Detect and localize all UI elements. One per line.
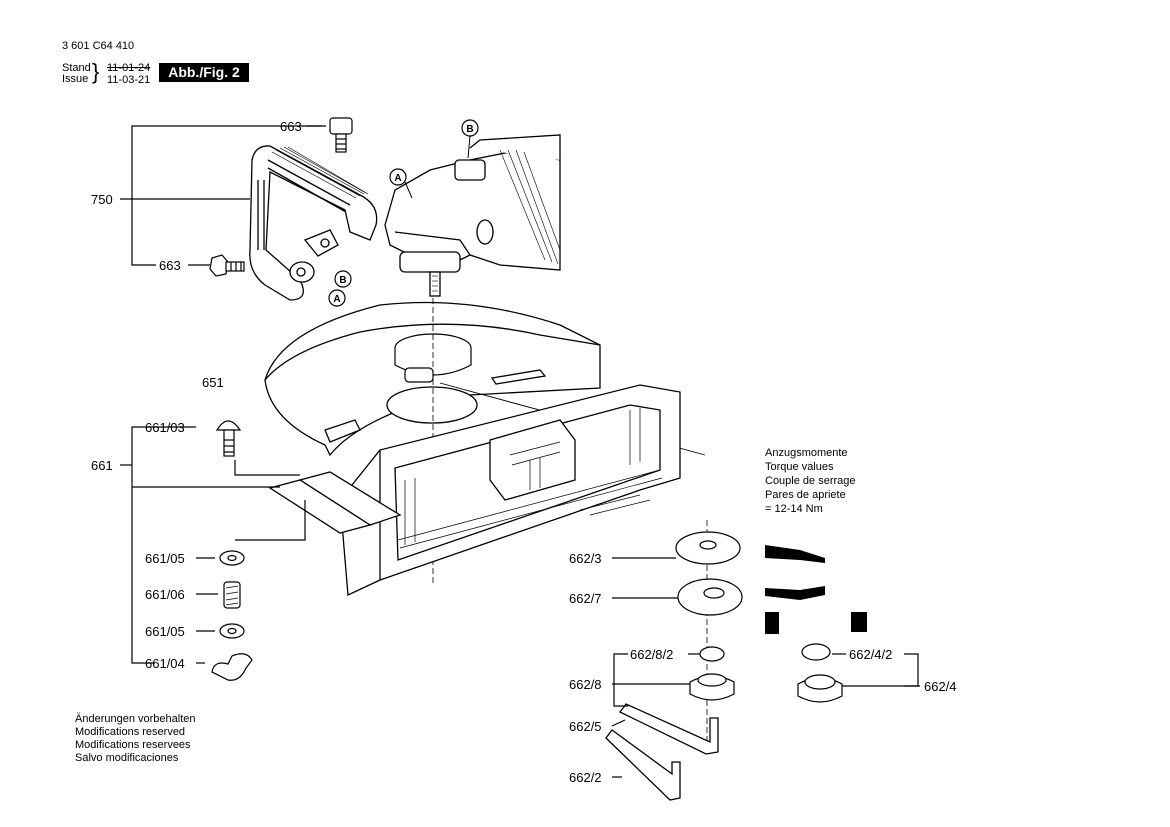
callout-662-5: 662/5 <box>569 719 602 734</box>
marker-b-handle: B <box>339 275 346 286</box>
wing-nut-661-04 <box>211 653 253 681</box>
callout-661-05-bottom: 661/05 <box>145 624 185 639</box>
callout-662-4-2: 662/4/2 <box>849 647 893 662</box>
torque-line-2: Torque values <box>765 461 834 473</box>
stand-date: 11-01-24 <box>107 62 151 74</box>
notice-fr: Modifications reservees <box>75 739 191 751</box>
callout-663-left: 663 <box>159 258 181 273</box>
callout-661-06: 661/06 <box>145 587 185 602</box>
bolt-663-left <box>209 254 245 277</box>
callout-662-8-2: 662/8/2 <box>630 647 674 662</box>
part-number: 3 601 C64 410 <box>62 40 135 52</box>
callout-661-04: 661/04 <box>145 656 185 671</box>
hex-key-662-5 <box>619 703 719 755</box>
bolt-663-top <box>329 117 353 153</box>
section-profiles <box>765 545 867 634</box>
callout-651: 651 <box>202 375 224 390</box>
torque-line-5: = 12-14 Nm <box>765 503 823 515</box>
brace-icon: } <box>92 59 100 84</box>
spring-661-06 <box>223 581 241 609</box>
o-ring-662-4-2 <box>801 643 831 661</box>
torque-line-1: Anzugsmomente <box>765 447 848 459</box>
hex-key-662-2 <box>605 729 681 801</box>
callout-663-top: 663 <box>280 119 302 134</box>
callout-662-4: 662/4 <box>924 679 957 694</box>
issue-label: Issue <box>62 73 89 85</box>
marker-circles <box>328 119 479 307</box>
figure-badge: Abb./Fig. 2 <box>159 63 249 82</box>
handle-750 <box>249 145 378 301</box>
stand-label: Stand <box>62 62 91 74</box>
torque-line-3: Couple de serrage <box>765 475 856 487</box>
carriage-bolt-661-03 <box>215 420 242 457</box>
marker-a-handle: A <box>333 294 340 305</box>
notice-de: Änderungen vorbehalten <box>75 713 196 725</box>
leader-750-bracket <box>131 125 322 266</box>
callout-661-03: 661/03 <box>145 420 185 435</box>
callout-661-05-top: 661/05 <box>145 551 185 566</box>
callout-662-7: 662/7 <box>569 591 602 606</box>
notice-en: Modifications reserved <box>75 726 186 738</box>
callout-661: 661 <box>91 458 113 473</box>
cutting-stand-661 <box>268 384 681 596</box>
leader-661-bracket <box>131 426 196 664</box>
callout-662-3: 662/3 <box>569 551 602 566</box>
issue-date: 11-03-21 <box>107 74 151 86</box>
callout-662-2: 662/2 <box>569 770 602 785</box>
callout-662-8: 662/8 <box>569 677 602 692</box>
notice-es: Salvo modificaciones <box>75 752 179 764</box>
callout-750: 750 <box>91 192 113 207</box>
marker-b-top: B <box>466 124 473 135</box>
grinder-body <box>384 134 561 297</box>
o-ring-662-8-2 <box>699 646 725 662</box>
torque-line-4: Pares de apriete <box>765 489 846 501</box>
marker-a-top: A <box>394 173 401 184</box>
